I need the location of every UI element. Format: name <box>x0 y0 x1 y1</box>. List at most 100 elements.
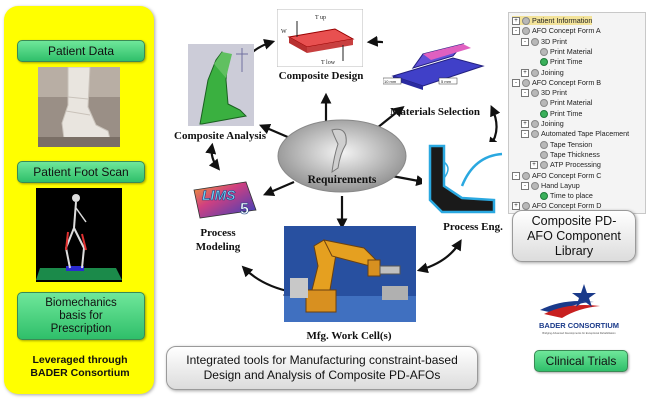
biomechanics-line-1: Biomechanics <box>45 296 117 309</box>
t-up-label: T up <box>315 15 326 21</box>
process-modeling-line-1: Process <box>200 227 236 239</box>
clinical-trials-box: Clinical Trials <box>534 350 628 372</box>
leveraged-line-1: Leveraged through <box>32 354 128 366</box>
status-check-icon <box>540 192 548 201</box>
material-tag-1: 10 mm <box>384 79 397 84</box>
tree-item-label: Print Time <box>550 108 583 118</box>
biomechanics-line-2: basis for <box>59 309 103 322</box>
tree-item[interactable]: - AFO Concept Form A <box>512 26 601 36</box>
collapse-icon[interactable]: - <box>512 78 520 87</box>
integrated-tools-line-2: Design and Analysis of Composite PD-AFOs <box>203 368 441 382</box>
composite-design-label: Composite Design <box>278 70 364 82</box>
status-check-icon <box>540 109 548 118</box>
tree-item[interactable]: Tape Tension <box>530 140 592 149</box>
tree-item[interactable]: - AFO Concept Form B <box>512 78 601 87</box>
leveraged-line-2: BADER Consortium <box>30 367 130 379</box>
expand-icon[interactable]: + <box>530 161 538 170</box>
tree-item-label: ATP Processing <box>550 160 601 170</box>
tree-item[interactable]: - Hand Layup <box>521 181 580 190</box>
tree-item-label: AFO Concept Form C <box>532 170 602 180</box>
patient-data-label: Patient Data <box>47 44 115 58</box>
node-icon <box>522 27 530 36</box>
node-icon <box>540 140 548 149</box>
collapse-icon[interactable]: - <box>521 89 529 98</box>
node-icon <box>540 99 548 108</box>
biomechanics-skeleton-image <box>36 188 122 282</box>
collapse-icon[interactable]: - <box>512 27 520 36</box>
tree-item[interactable]: + ATP Processing <box>530 160 601 170</box>
tree-item-label: Print Material <box>550 46 593 56</box>
component-library-line-1: Composite PD- <box>531 213 617 228</box>
collapse-icon[interactable]: - <box>521 181 529 190</box>
tree-item[interactable]: Print Material <box>530 98 592 108</box>
tree-item[interactable]: Print Material <box>530 47 592 56</box>
node-icon <box>540 161 548 170</box>
requirements-label: Requirements <box>307 174 377 186</box>
material-tag-2: 5 mm <box>441 79 452 84</box>
tree-item-label: Time to place <box>550 191 593 201</box>
tree-item[interactable]: - 3D Print <box>521 37 567 46</box>
composite-design-image: T up T low W <box>277 9 363 67</box>
tree-item[interactable]: Time to place <box>530 191 593 201</box>
tree-item[interactable]: - AFO Concept Form C <box>512 171 602 180</box>
integrated-tools-line-1: Integrated tools for Manufacturing const… <box>186 353 458 367</box>
tree-item[interactable]: +Joining <box>521 68 564 77</box>
tree-item[interactable]: -3D Print <box>521 88 567 98</box>
bader-logo-tagline: Bridging Advanced Developments for Excep… <box>542 331 616 335</box>
integrated-tools-box: Integrated tools for Manufacturing const… <box>166 346 478 390</box>
tree-item-label: Patient Information <box>532 16 593 25</box>
node-icon <box>540 150 548 159</box>
bader-logo-name: BADER CONSORTIUM <box>539 321 619 330</box>
tree-item[interactable]: + Joining <box>521 119 564 129</box>
tree-item[interactable]: -Automated Tape Placement <box>521 129 629 139</box>
process-modeling-line-2: Modeling <box>195 241 241 253</box>
lims-logo: LIMS 5 <box>193 181 257 219</box>
tree-item-label: AFO Concept Form A <box>532 26 601 36</box>
node-icon <box>540 47 548 56</box>
biomechanics-box: Biomechanics basis for Prescription <box>17 292 145 340</box>
arrow-req-analysis <box>258 123 291 140</box>
arrow-req-modeling <box>262 180 295 197</box>
tree-item[interactable]: +AFO Concept Form D <box>512 201 602 211</box>
component-library-line-3: Library <box>554 243 594 258</box>
status-check-icon <box>540 58 548 67</box>
tree-item-label: Print Time <box>550 57 583 67</box>
tree-item[interactable]: Print Time <box>530 57 583 67</box>
biomechanics-line-3: Prescription <box>50 322 112 335</box>
tree-item-label: Joining <box>541 119 564 128</box>
node-icon <box>522 202 530 211</box>
mfg-work-cell-image <box>284 226 416 322</box>
collapse-icon[interactable]: - <box>521 37 529 46</box>
w-label: W <box>281 29 287 35</box>
lims-version-text: 5 <box>240 201 249 218</box>
tree-item-label: Hand Layup <box>541 180 580 190</box>
patient-leg-photo <box>38 67 120 147</box>
expand-icon[interactable]: + <box>512 202 520 211</box>
node-icon <box>522 78 530 87</box>
process-eng-image <box>422 142 504 218</box>
tree-item[interactable]: Print Time <box>530 109 582 118</box>
expand-icon[interactable]: + <box>521 68 529 77</box>
tree-item[interactable]: + Patient Information <box>512 16 593 26</box>
arrow-process-eng-workcell <box>416 239 462 274</box>
arrow-modeling-analysis <box>205 142 221 171</box>
node-icon <box>531 68 539 77</box>
node-icon <box>531 37 539 46</box>
collapse-icon[interactable]: - <box>521 130 529 139</box>
node-icon <box>522 17 530 26</box>
tree-item-label: Tape Tension <box>550 139 593 149</box>
patient-foot-scan-box: Patient Foot Scan <box>17 161 145 183</box>
collapse-icon[interactable]: - <box>512 171 520 180</box>
tree-item-label: AFO Concept Form B <box>532 77 602 87</box>
process-modeling-label: Process Modeling <box>186 226 250 254</box>
tree-item-label: 3D Print <box>541 36 567 46</box>
tree-item[interactable]: Tape Thickness <box>530 150 600 159</box>
expand-icon[interactable]: + <box>512 17 520 26</box>
expand-icon[interactable]: + <box>521 120 529 129</box>
component-library-line-2: AFO Component <box>527 228 621 243</box>
composite-analysis-label: Composite Analysis <box>174 130 266 142</box>
lims-logo-text: LIMS <box>202 187 236 203</box>
component-tree[interactable]: +Patient Information-AFO Concept Form A-… <box>508 12 646 214</box>
composite-analysis-image <box>188 44 254 126</box>
node-icon <box>531 120 539 129</box>
